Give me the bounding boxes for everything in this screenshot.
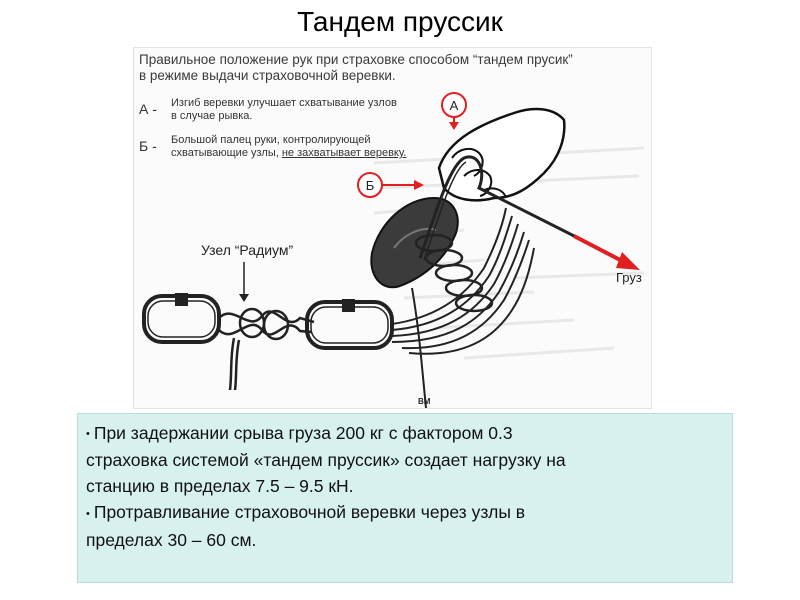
- marker-b-label: Б: [366, 178, 375, 193]
- left-carabiner-gate: [175, 293, 188, 306]
- right-carabiner-inner: [311, 307, 388, 343]
- knot-pointer-head: [239, 294, 249, 302]
- load-arrow-head: [616, 252, 640, 270]
- notes-box: • При задержании срыва груза 200 кг с фак…: [77, 413, 733, 583]
- belay-illustration: Правильное положение рук при страховке с…: [133, 47, 652, 409]
- slide-title: Тандем пруссик: [0, 6, 800, 38]
- radium-knot: [219, 309, 314, 390]
- note-1-line-1: При задержании срыва груза 200 кг с факт…: [94, 423, 513, 443]
- note-1-line-2: страховка системой «тандем пруссик» созд…: [86, 447, 720, 473]
- marker-a-label: А: [450, 98, 459, 113]
- note-2: • Протравливание страховочной веревки чер…: [86, 499, 720, 552]
- note-2-line-2: пределах 30 – 60 см.: [86, 527, 720, 553]
- right-carabiner-gate: [342, 299, 355, 312]
- note-1: • При задержании срыва груза 200 кг с фак…: [86, 420, 720, 499]
- artist-signature: BM: [418, 397, 431, 406]
- note-1-line-3: станцию в пределах 7.5 – 9.5 кН.: [86, 473, 720, 499]
- knot-label: Узел “Радиум”: [201, 242, 294, 258]
- load-arrow-shaft: [574, 236, 624, 262]
- rope-drawing: Узел “Радиум”: [134, 48, 651, 408]
- load-label: Груз: [616, 270, 642, 285]
- marker-a-pointer-head: [449, 122, 459, 130]
- left-carabiner-inner: [148, 301, 215, 337]
- note-2-line-1: Протравливание страховочной веревки чере…: [94, 502, 525, 522]
- bullet-icon: •: [86, 508, 90, 520]
- bullet-icon: •: [86, 428, 90, 440]
- marker-b-pointer-head: [414, 180, 424, 190]
